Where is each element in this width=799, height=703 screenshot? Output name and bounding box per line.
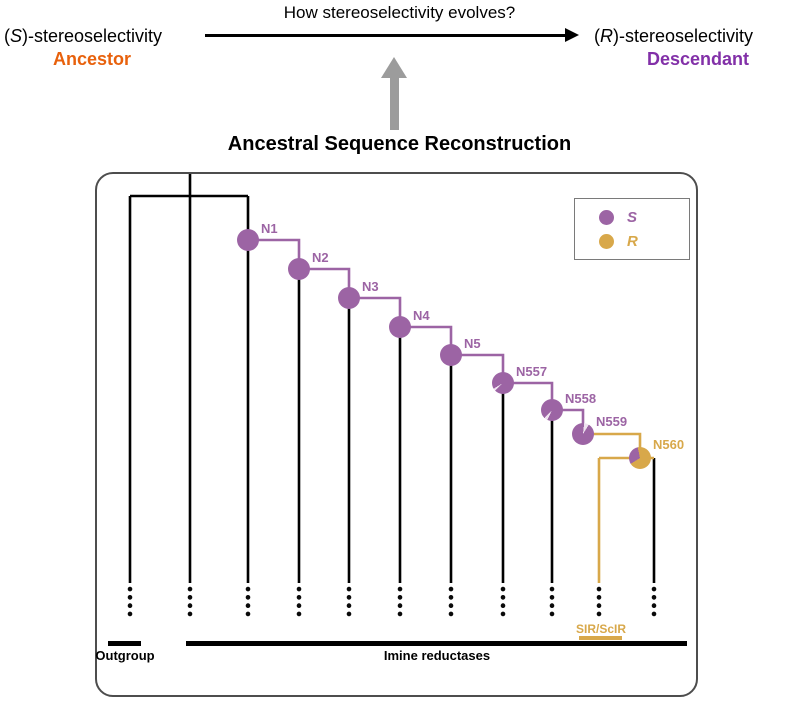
leaf-continuation-dots (127, 586, 657, 617)
ancestral-node-label-N557: N557 (516, 364, 548, 379)
descendant-role-label: Descendant (646, 49, 750, 69)
outgroup-underline (108, 641, 141, 646)
evolution-arrow-line (205, 34, 566, 37)
sir-scir-leaf-label: SIR/ScIR (575, 622, 626, 636)
descendant-selectivity-label: (R)-stereoselectivity (594, 26, 753, 47)
ancestral-node-label-N559: N559 (596, 414, 628, 429)
ancestral-node-label-N2: N2 (312, 250, 329, 265)
ancestral-node-label-N560: N560 (653, 437, 685, 452)
r-selectivity-pie-icon (599, 233, 614, 249)
ancestral-node-pie-N5 (440, 344, 462, 366)
evolution-arrow-head-icon (565, 28, 579, 42)
ancestral-node-label-N3: N3 (362, 279, 379, 294)
ancestral-node-pie-N559 (572, 423, 594, 445)
question-title: How stereoselectivity evolves? (283, 3, 516, 22)
selectivity-suffix-text: )-stereoselectivity (22, 26, 163, 46)
outgroup-label: Outgroup (95, 648, 155, 663)
imine-reductases-label: Imine reductases (383, 648, 491, 663)
ancestral-node-pie-N557 (492, 372, 514, 394)
ancestral-node-pie-N560 (629, 447, 651, 469)
ancestral-node-pie-N4 (389, 316, 411, 338)
paren-open-text: ( (4, 26, 10, 46)
ancestral-node-label-N558: N558 (565, 391, 597, 406)
tree-black-branches (128, 174, 656, 583)
legend-item-r: R (599, 233, 689, 250)
ancestral-node-label-N4: N4 (413, 308, 430, 323)
ancestral-node-label-N5: N5 (464, 336, 481, 351)
selectivity-suffix-text: )-stereoselectivity (613, 26, 754, 46)
ancestral-node-pie-N3 (338, 287, 360, 309)
legend-item-s: S (599, 209, 689, 226)
imine-reductases-underline (186, 641, 687, 646)
ancestor-selectivity-label: (S)-stereoselectivity (4, 26, 162, 47)
ancestral-node-pie-N2 (288, 258, 310, 280)
paren-open-text: ( (594, 26, 600, 46)
ancestral-node-pie-N558 (541, 399, 563, 421)
sir-scir-underline (579, 636, 622, 640)
up-arrow-shaft (390, 77, 399, 130)
chirality-letter-r: R (600, 26, 613, 46)
s-selectivity-pie-icon (599, 209, 614, 225)
ancestral-node-label-N1: N1 (261, 221, 278, 236)
ancestral-node-pie-N1 (237, 229, 259, 251)
legend-s-label: S (627, 208, 638, 226)
asr-method-title: Ancestral Sequence Reconstruction (227, 133, 572, 155)
legend-r-label: R (627, 232, 638, 250)
up-arrow-icon (381, 57, 407, 78)
chirality-letter-s: S (10, 26, 23, 46)
ancestor-role-label: Ancestor (52, 49, 132, 69)
selectivity-legend: S R (574, 198, 690, 260)
